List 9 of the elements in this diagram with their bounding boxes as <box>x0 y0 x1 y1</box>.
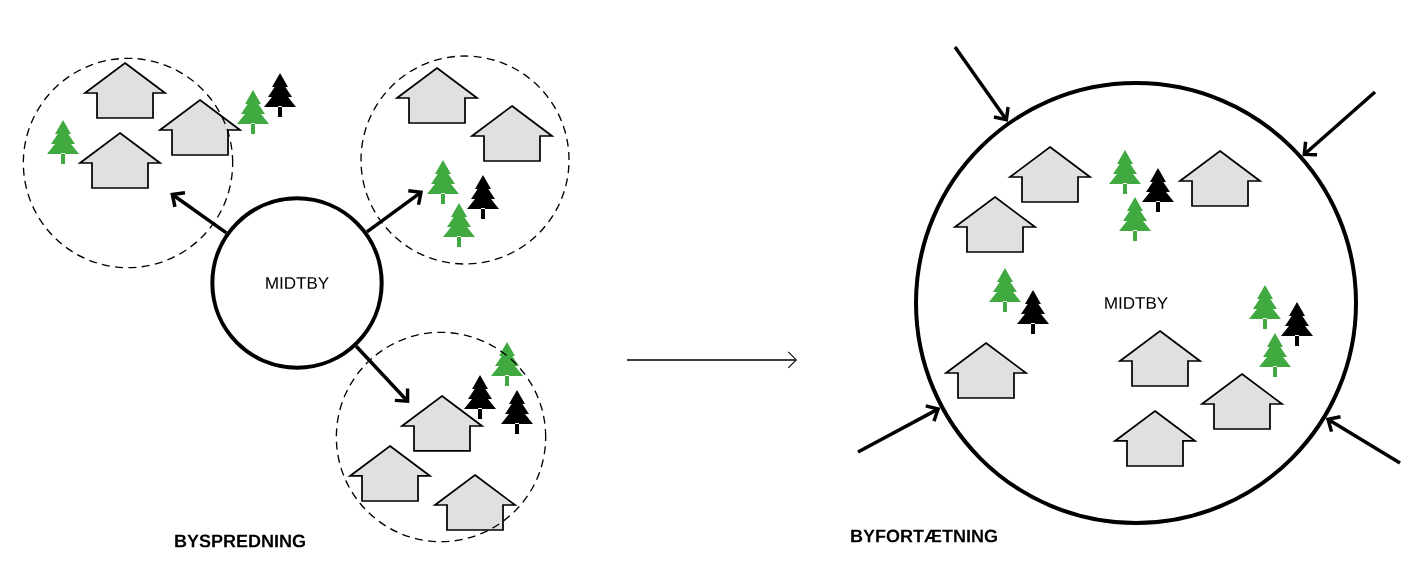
dashed-circle <box>22 57 234 269</box>
caption-label: BYSPREDNING <box>175 534 305 548</box>
arrow <box>1325 415 1401 465</box>
dashed-circle <box>335 331 547 543</box>
dashed-circle <box>360 55 570 265</box>
arrow <box>857 404 941 454</box>
arrow <box>1302 90 1377 157</box>
caption-label: BYFORTÆTNING <box>851 529 997 543</box>
arrow <box>953 46 1010 122</box>
